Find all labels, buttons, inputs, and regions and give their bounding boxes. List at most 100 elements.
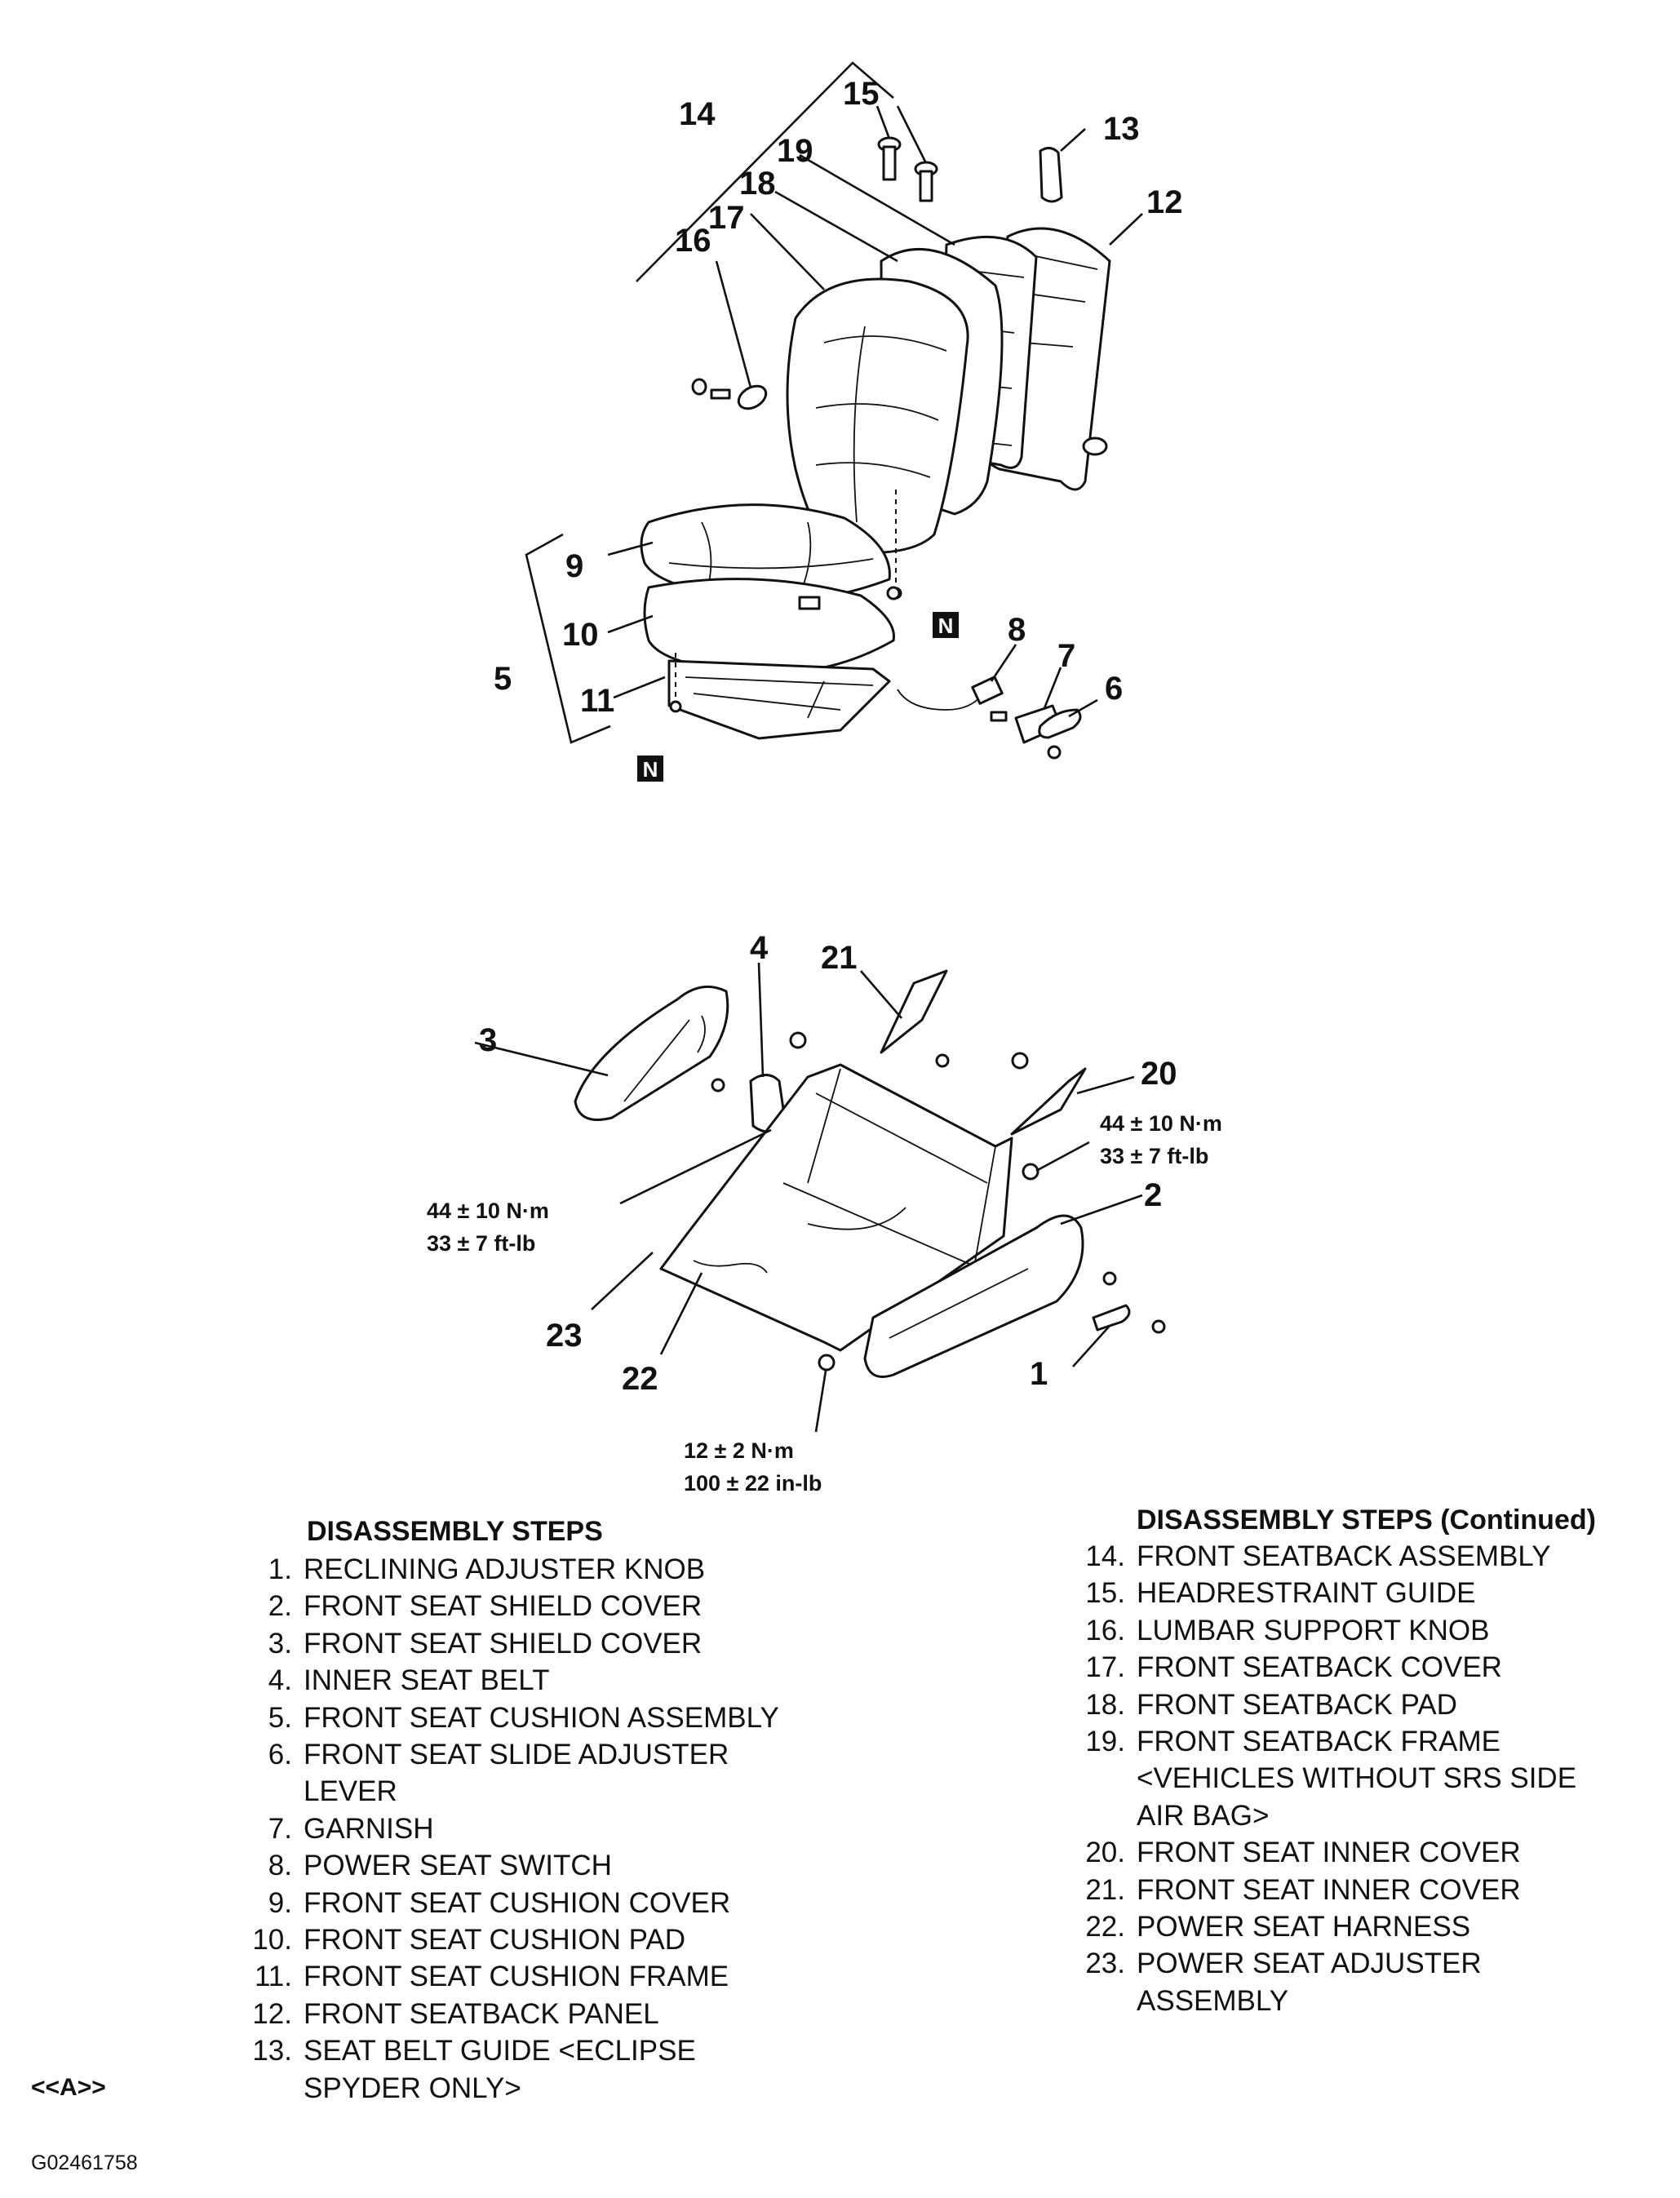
figure-id: G02461758 [31,2151,138,2174]
callout-3: 3 [479,1022,497,1058]
replace-marker-1: N [933,612,959,638]
torque-left-imperial: 33 ± 7 ft-lb [427,1231,535,1256]
step-text: FRONT SEAT CUSHION ASSEMBLY [304,1701,779,1734]
inner-cover-21-drawing [880,969,948,1054]
callout-10: 10 [562,617,599,653]
callout-20: 20 [1141,1056,1177,1092]
step-item: 22. POWER SEAT HARNESS [1079,1908,1576,1945]
step-text: RECLINING ADJUSTER KNOB [304,1553,706,1585]
seat-belt-guide-drawing [1039,147,1063,203]
callout-17: 17 [708,200,745,236]
step-item: 16.LUMBAR SUPPORT KNOB [1079,1612,1576,1649]
cushion-pad-drawing [643,578,895,675]
step-number: 12. [252,1997,292,2030]
step-item: 11. FRONT SEAT CUSHION FRAME [247,1958,779,1995]
callout-8: 8 [1008,612,1026,648]
steps-left-list: 1. RECLINING ADJUSTER KNOB 2. FRONT SEAT SH… [247,1551,779,2107]
upper-leader-lines [607,105,1143,718]
cushion-cover-drawing [640,503,891,602]
step-text: SEAT BELT GUIDE <ECLIPSE SPYDER ONLY> [304,2035,696,2104]
step-number: 1. [268,1553,292,1585]
step-text: POWER SEAT ADJUSTER ASSEMBLY [1137,1948,1482,2017]
step-number: 7. [268,1812,292,1845]
step-text: INNER SEAT BELT [304,1664,550,1697]
step-text: FRONT SEAT SHIELD COVER [304,1627,703,1660]
power-seat-switch-drawing [897,676,1008,722]
step-number: 19. [1085,1726,1125,1758]
step-text: FRONT SEATBACK FRAME <VEHICLES WITHOUT S… [1137,1726,1577,1832]
lumbar-knob-drawing [691,378,768,410]
step-item: 3. FRONT SEAT SHIELD COVER [247,1625,779,1662]
step-number: 14. [1085,1540,1125,1572]
step-item: 20.FRONT SEAT INNER COVER [1079,1834,1576,1871]
step-item: 18. FRONT SEATBACK PAD [1079,1686,1576,1723]
step-number: 2. [268,1590,292,1623]
step-item: 8.POWER SEAT SWITCH [247,1847,779,1884]
callout-6: 6 [1105,671,1123,707]
callout-5: 5 [494,661,512,697]
step-number: 18. [1085,1688,1125,1721]
cushion-frame-drawing [667,659,891,740]
callout-4: 4 [750,930,769,966]
step-number: 17. [1085,1651,1125,1684]
callout-2: 2 [1144,1177,1162,1213]
step-item: 1. RECLINING ADJUSTER KNOB [247,1551,779,1588]
step-item: 5.FRONT SEAT CUSHION ASSEMBLY [247,1699,779,1736]
callout-21: 21 [821,940,858,976]
bolts [711,1031,1166,1372]
step-text: FRONT SEATBACK ASSEMBLY [1137,1540,1551,1572]
torque-upper-right-imperial: 33 ± 7 ft-lb [1100,1144,1208,1168]
step-text: FRONT SEAT INNER COVER [1137,1837,1521,1869]
step-text: FRONT SEATBACK PANEL [304,1997,659,2030]
step-text: FRONT SEATBACK PAD [1137,1688,1457,1721]
step-item: 17. FRONT SEATBACK COVER [1079,1649,1576,1686]
step-number: 22. [1085,1911,1125,1943]
torque-bottom-imperial: 100 ± 22 in-lb [684,1471,822,1496]
torque-specs: 44 ± 10 N·m 33 ± 7 ft-lb 44 ± 10 N·m 33 … [427,1111,1222,1496]
step-item: 2. FRONT SEAT SHIELD COVER [247,1588,779,1624]
step-text: FRONT SEAT CUSHION PAD [304,1924,686,1956]
seatback-cover-drawing [786,277,969,554]
step-item: 9.FRONT SEAT CUSHION COVER [247,1885,779,1921]
callout-numbers: 1 2 3 4 5 6 7 8 9 10 11 12 13 14 15 16 1… [479,76,1183,1397]
step-number: 16. [1085,1614,1125,1646]
procedure-reference-marker: <<A>> [31,2074,106,2101]
step-item: 10. FRONT SEAT CUSHION PAD [247,1921,779,1958]
power-seat-harness-drawing [693,1260,768,1274]
step-item: 15.HEADRESTRAINT GUIDE [1079,1575,1576,1611]
reclining-knob-drawing [1092,1304,1131,1332]
step-number: 4. [268,1664,292,1697]
step-item: 23. POWER SEAT ADJUSTER ASSEMBLY [1079,1945,1576,2019]
step-text: GARNISH [304,1812,434,1845]
step-number: 11. [254,1961,292,1993]
step-text: FRONT SEAT SLIDE ADJUSTER LEVER [304,1739,729,1808]
callout-22: 22 [622,1361,658,1397]
inner-cover-20-drawing [1010,1067,1087,1136]
callout-11: 11 [580,683,614,719]
step-text: FRONT SEAT CUSHION FRAME [304,1961,729,1993]
steps-right-title: DISASSEMBLY STEPS (Continued) [1137,1504,1596,1535]
step-text: FRONT SEATBACK COVER [1137,1651,1502,1684]
bracket-5 [525,533,611,744]
step-number: 10. [252,1924,292,1956]
step-text: FRONT SEAT SHIELD COVER [304,1590,703,1623]
torque-upper-right-metric: 44 ± 10 N·m [1100,1111,1222,1136]
callout-9: 9 [565,548,583,584]
step-number: 3. [268,1627,292,1660]
step-number: 9. [268,1886,292,1919]
step-item: 21.FRONT SEAT INNER COVER [1079,1872,1576,1908]
step-number: 23. [1085,1948,1125,1980]
headrestraint-guide-drawing [877,136,938,202]
steps-left-title: DISASSEMBLY STEPS [307,1516,603,1547]
step-number: 15. [1085,1577,1125,1610]
torque-left-metric: 44 ± 10 N·m [427,1199,549,1223]
replace-marker-2: N [637,756,663,782]
svg-text:N: N [643,757,658,782]
step-item: 6.FRONT SEAT SLIDE ADJUSTER LEVER [247,1736,779,1810]
callout-18: 18 [739,166,776,202]
shield-cover-3-drawing [574,985,729,1121]
step-text: POWER SEAT HARNESS [1137,1911,1471,1943]
callout-7: 7 [1057,638,1075,674]
lower-leader-lines [474,962,1143,1433]
